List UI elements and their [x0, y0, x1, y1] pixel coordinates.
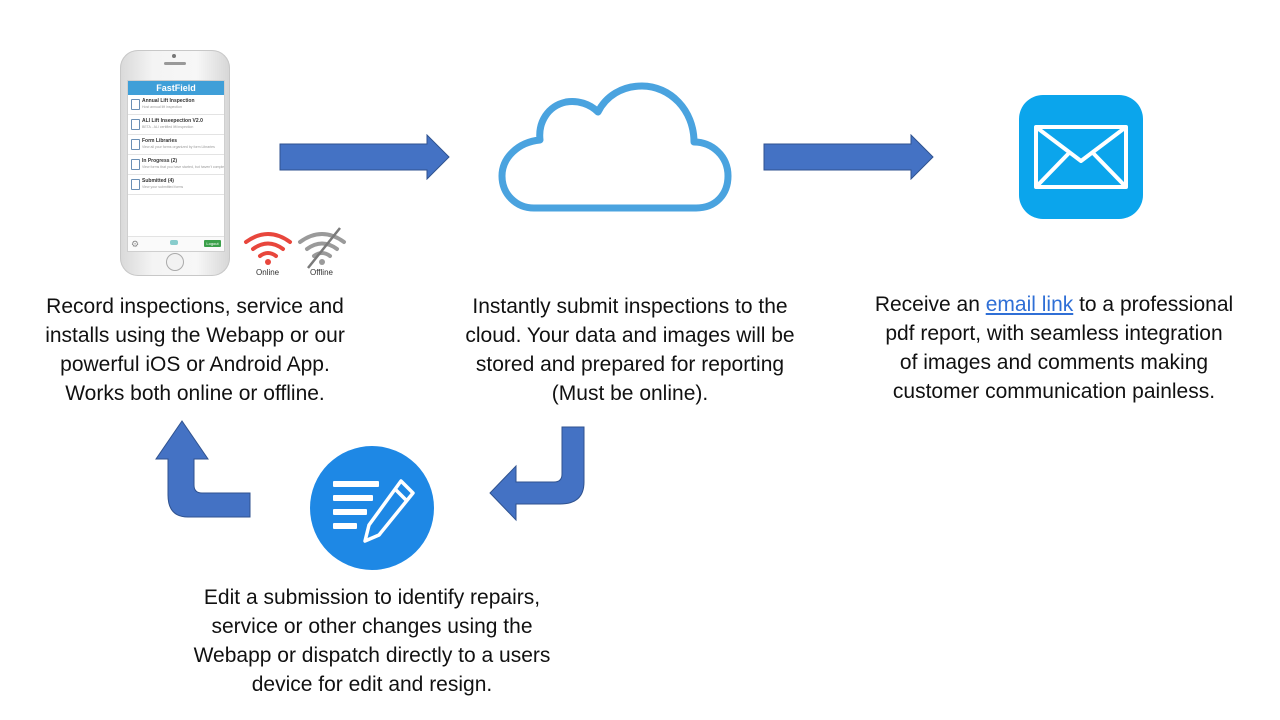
edit-icon [131, 159, 140, 170]
caption-suffix: to a professional [1073, 293, 1234, 316]
phone-home-button [166, 253, 184, 271]
submitted-icon [131, 179, 140, 190]
caption-line: service or other changes using the [211, 615, 533, 638]
app-item-title: Submitted (4) [142, 178, 174, 184]
phone-screen: FastField Annual Lift Inspection Host an… [127, 80, 225, 252]
caption-line: Edit a submission to identify repairs, [203, 586, 541, 609]
caption-line: (Must be online). [551, 382, 709, 405]
app-item-subtitle: View your submitted forms [142, 185, 184, 189]
caption-line: powerful iOS or Android App. [60, 353, 330, 376]
online-label: Online [256, 268, 280, 277]
wifi-status-icon [170, 240, 178, 245]
app-item-subtitle: View forms that you have started, but ha… [142, 165, 225, 169]
caption-line: customer communication painless. [892, 380, 1216, 403]
wifi-icon [244, 232, 292, 265]
phone-mockup: FastField Annual Lift Inspection Host an… [120, 50, 230, 276]
app-list-item[interactable]: In Progress (2) View forms that you have… [128, 155, 224, 175]
caption-line: cloud. Your data and images will be [465, 324, 795, 347]
caption-line: Works both online or offline. [65, 382, 325, 405]
app-item-title: ALI Lift Inseepection V2.0 [142, 118, 203, 124]
caption-receive: Receive an email link to a professional … [858, 290, 1250, 406]
app-item-subtitle: BETA - ALI certified lift inspection [142, 125, 194, 129]
app-list-item[interactable]: Submitted (4) View your submitted forms [128, 175, 224, 195]
app-title: FastField [128, 81, 224, 95]
arrow-curve-down-left [489, 426, 585, 522]
app-item-subtitle: View all your forms organized by form Li… [142, 145, 215, 149]
caption-line: of images and comments making [899, 351, 1209, 374]
arrow-curve-up [155, 420, 251, 518]
caption-record: Record inspections, service and installs… [20, 292, 370, 408]
arrow-right-2 [763, 134, 934, 180]
app-list-item[interactable]: Form Libraries View all your forms organ… [128, 135, 224, 155]
app-item-title: Annual Lift Inspection [142, 98, 195, 104]
caption-line: Receive an email link to a professional [858, 290, 1250, 319]
caption-line: Webapp or dispatch directly to a users [193, 644, 551, 667]
app-list-item[interactable]: Annual Lift Inspection Host annual lift … [128, 95, 224, 115]
app-footer: ⚙ Logout [128, 236, 224, 251]
caption-line: stored and prepared for reporting [475, 353, 785, 376]
phone-camera [172, 54, 176, 58]
caption-line: Record inspections, service and [46, 295, 344, 318]
phone-speaker [164, 62, 186, 65]
cloud-icon [498, 82, 732, 212]
caption-line: Instantly submit inspections to the [472, 295, 788, 318]
caption-line: pdf report, with seamless integration [885, 322, 1223, 345]
gear-icon[interactable]: ⚙ [131, 239, 140, 249]
caption-line: installs using the Webapp or our [45, 324, 345, 347]
caption-line: device for edit and resign. [251, 673, 493, 696]
form-icon [131, 99, 140, 110]
app-item-subtitle: Host annual lift inspection [142, 105, 182, 109]
email-link[interactable]: email link [985, 293, 1074, 316]
app-item-title: Form Libraries [142, 138, 178, 144]
form-icon [131, 119, 140, 130]
app-list-item[interactable]: ALI Lift Inseepection V2.0 BETA - ALI ce… [128, 115, 224, 135]
caption-prefix: Receive an [874, 293, 986, 316]
logout-button[interactable]: Logout [204, 240, 221, 247]
caption-edit: Edit a submission to identify repairs, s… [172, 583, 572, 699]
library-icon [131, 139, 140, 150]
wifi-off-icon [298, 227, 346, 269]
mail-icon [1019, 95, 1143, 219]
offline-label: Offline [310, 268, 333, 277]
app-item-title: In Progress (2) [142, 158, 178, 164]
caption-submit: Instantly submit inspections to the clou… [440, 292, 820, 408]
edit-document-icon [310, 446, 434, 570]
arrow-right-1 [279, 134, 450, 180]
